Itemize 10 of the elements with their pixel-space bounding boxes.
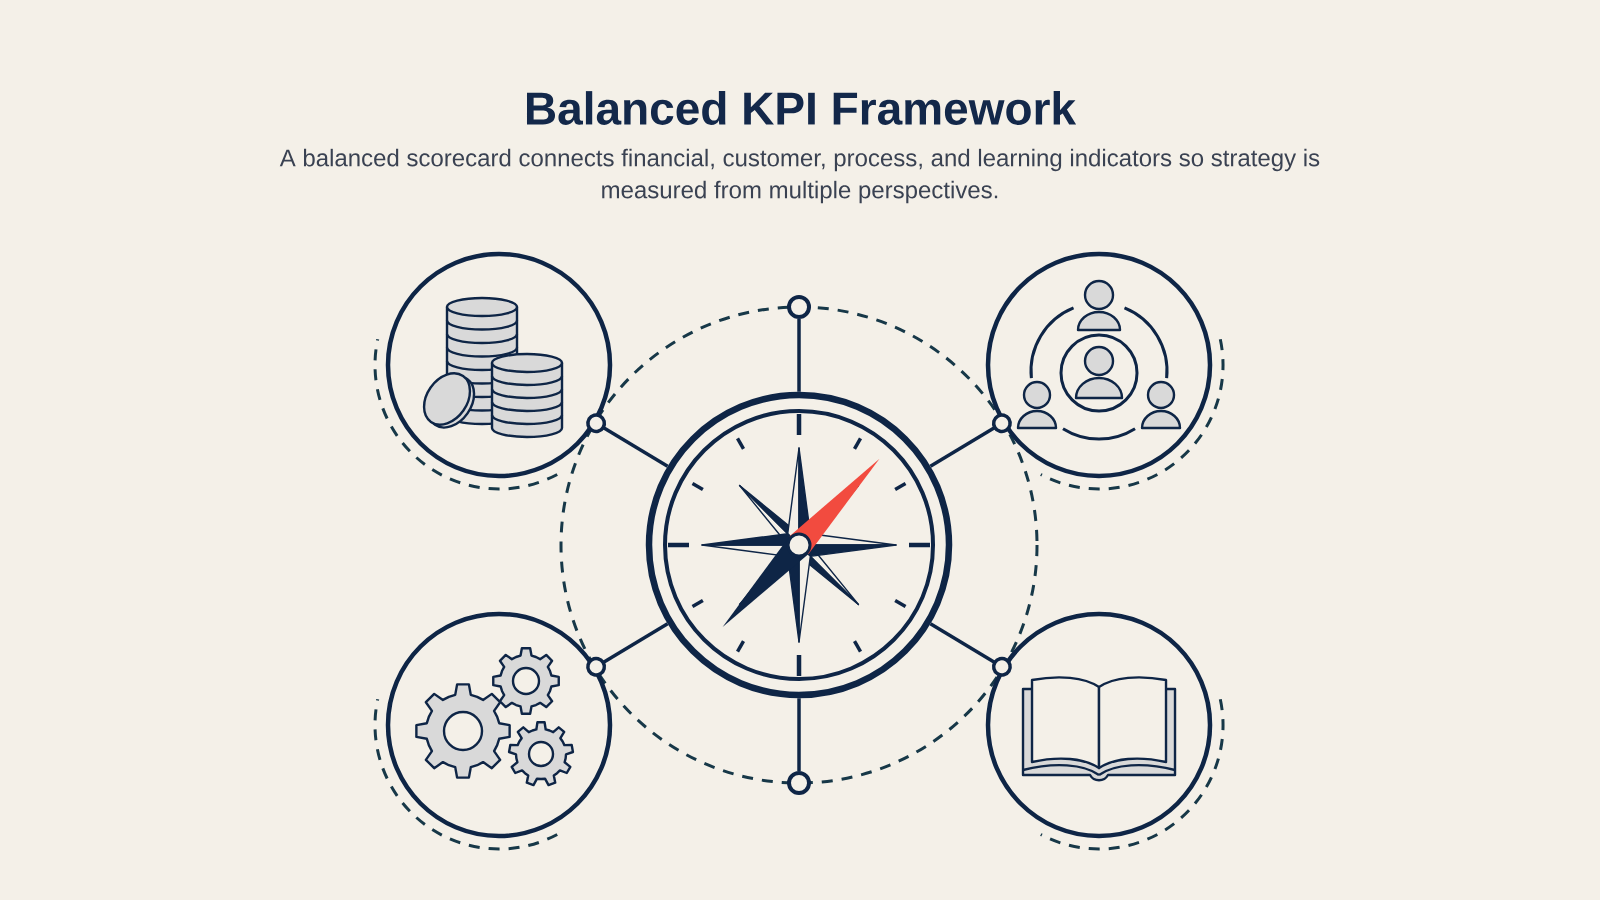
connector-line bbox=[929, 413, 1012, 468]
connector-line bbox=[797, 319, 801, 392]
subtitle: A balanced scorecard connects financial, customer, process, and learning indicators so strategy is measured from multiple perspectives. bbox=[279, 148, 1320, 204]
connector-line bbox=[586, 413, 669, 468]
connector-line bbox=[586, 622, 669, 677]
connector-dot bbox=[787, 295, 811, 319]
title: Balanced KPI Framework bbox=[527, 91, 1077, 125]
connector-line bbox=[929, 622, 1012, 677]
connector-line bbox=[797, 698, 801, 771]
connector-dot bbox=[787, 771, 811, 795]
